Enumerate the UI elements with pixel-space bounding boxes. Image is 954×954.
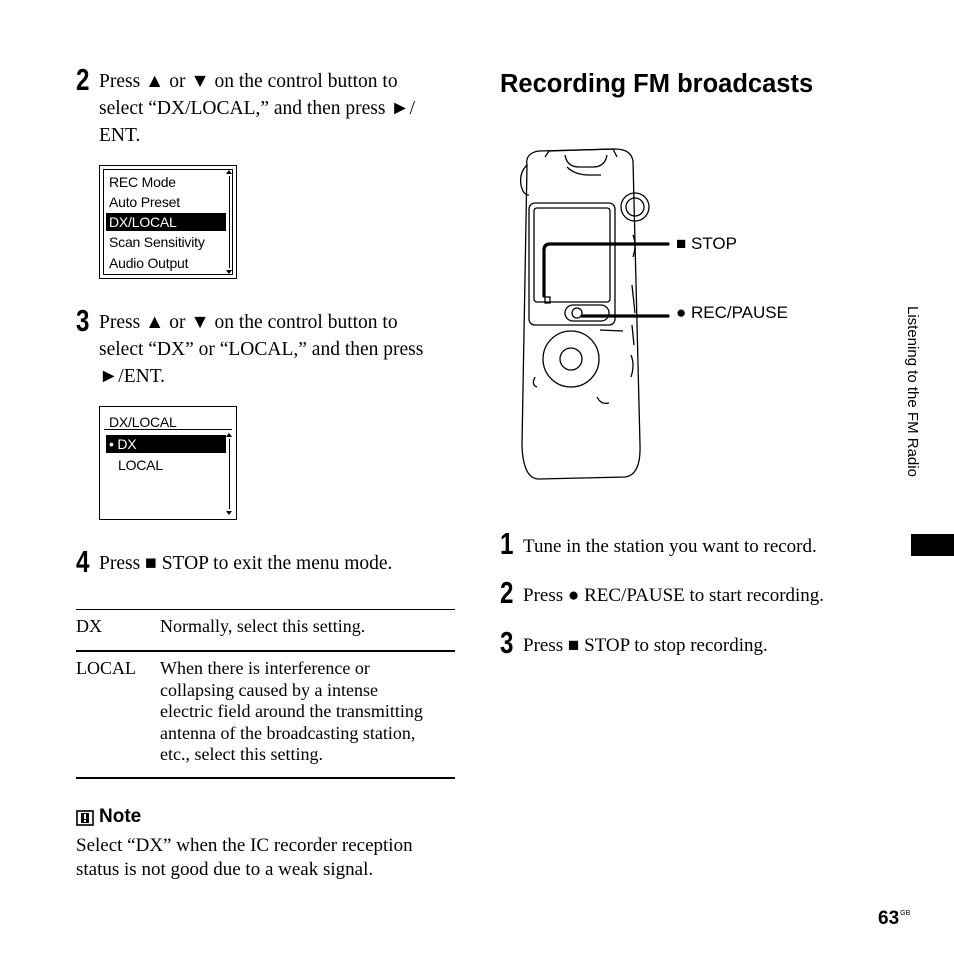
screen-title: DX/LOCAL — [109, 414, 177, 430]
step-2-line: select “DX/LOCAL,” and then press ►/ — [99, 98, 416, 119]
step-2-line: ENT. — [99, 125, 141, 146]
scroll-down-icon — [226, 270, 232, 274]
table-term: LOCAL — [76, 658, 136, 678]
menu-screen: REC Mode Auto Preset DX/LOCAL Scan Sensi… — [99, 165, 237, 279]
step-4-number: 4 — [76, 544, 90, 579]
table-desc: When there is interference or collapsing… — [160, 658, 455, 766]
table-bottom-rule — [76, 777, 455, 779]
scroll-down-icon — [226, 511, 232, 515]
rec-pause-callout-label: ● REC/PAUSE — [676, 303, 788, 322]
note-text: Select “DX” when the IC recorder recepti… — [76, 834, 413, 882]
menu-screen-frame — [103, 169, 233, 275]
table-desc-line: When there is interference or — [160, 658, 370, 678]
note-line: status is not good due to a weak signal. — [76, 859, 374, 880]
scrollbar-indicator — [226, 170, 232, 274]
step-3-line: Press ▲ or ▼ on the control button to — [99, 312, 398, 333]
record-step-text: Press ■ STOP to stop recording. — [523, 635, 768, 656]
stop-callout-label: ■ STOP — [676, 234, 737, 253]
record-step-number: 1 — [500, 526, 514, 561]
menu-item: Auto Preset — [109, 194, 180, 210]
step-2-number: 2 — [76, 62, 90, 97]
table-desc-line: antenna of the broadcasting station, — [160, 722, 416, 743]
scroll-up-icon — [226, 170, 232, 174]
record-step-number: 3 — [500, 625, 514, 660]
menu-item: Audio Output — [109, 255, 189, 271]
record-step-number: 2 — [500, 575, 514, 610]
menu-item: Scan Sensitivity — [109, 234, 205, 250]
table-mid-rule — [76, 650, 455, 652]
note-title: Note — [99, 806, 142, 827]
step-3-text: Press ▲ or ▼ on the control button to se… — [99, 309, 459, 390]
table-top-rule — [76, 609, 455, 610]
step-3-number: 3 — [76, 303, 90, 338]
dx-local-screen: DX/LOCAL • DX LOCAL — [99, 406, 237, 520]
table-desc-line: etc., select this setting. — [160, 744, 323, 764]
step-4-text: Press ■ STOP to exit the menu mode. — [99, 553, 393, 574]
step-2-text: Press ▲ or ▼ on the control button to se… — [99, 68, 459, 149]
option-item: LOCAL — [118, 457, 163, 473]
record-step-text: Tune in the station you want to record. — [523, 536, 817, 557]
note-icon — [76, 809, 94, 827]
section-tab-marker — [911, 534, 954, 556]
table-desc: Normally, select this setting. — [160, 616, 365, 638]
step-3-line: select “DX” or “LOCAL,” and then press — [99, 339, 424, 360]
section-heading: Recording FM broadcasts — [500, 70, 814, 98]
option-selected: • DX — [106, 435, 226, 453]
ic-recorder-illustration — [505, 145, 685, 485]
scrollbar-indicator — [226, 433, 232, 515]
section-side-label: Listening to the FM Radio — [904, 306, 921, 477]
table-desc-line: electric field around the transmitting — [160, 701, 423, 721]
table-desc-line: collapsing caused by a intense — [160, 679, 378, 700]
step-3-line: ►/ENT. — [99, 366, 166, 387]
step-2-line: Press ▲ or ▼ on the control button to — [99, 71, 398, 92]
record-step-text: Press ● REC/PAUSE to start recording. — [523, 585, 825, 606]
scroll-up-icon — [226, 433, 232, 437]
page-region-suffix: GB — [900, 910, 911, 917]
table-desc-line: Normally, select this setting. — [160, 616, 366, 636]
table-term: DX — [76, 616, 102, 636]
page-number-value: 63 — [878, 908, 900, 929]
menu-item: REC Mode — [109, 174, 176, 190]
callout-lines — [500, 200, 680, 340]
menu-item-selected: DX/LOCAL — [106, 213, 226, 231]
page-number: 63GB — [878, 908, 910, 930]
note-line: Select “DX” when the IC recorder recepti… — [76, 835, 413, 856]
